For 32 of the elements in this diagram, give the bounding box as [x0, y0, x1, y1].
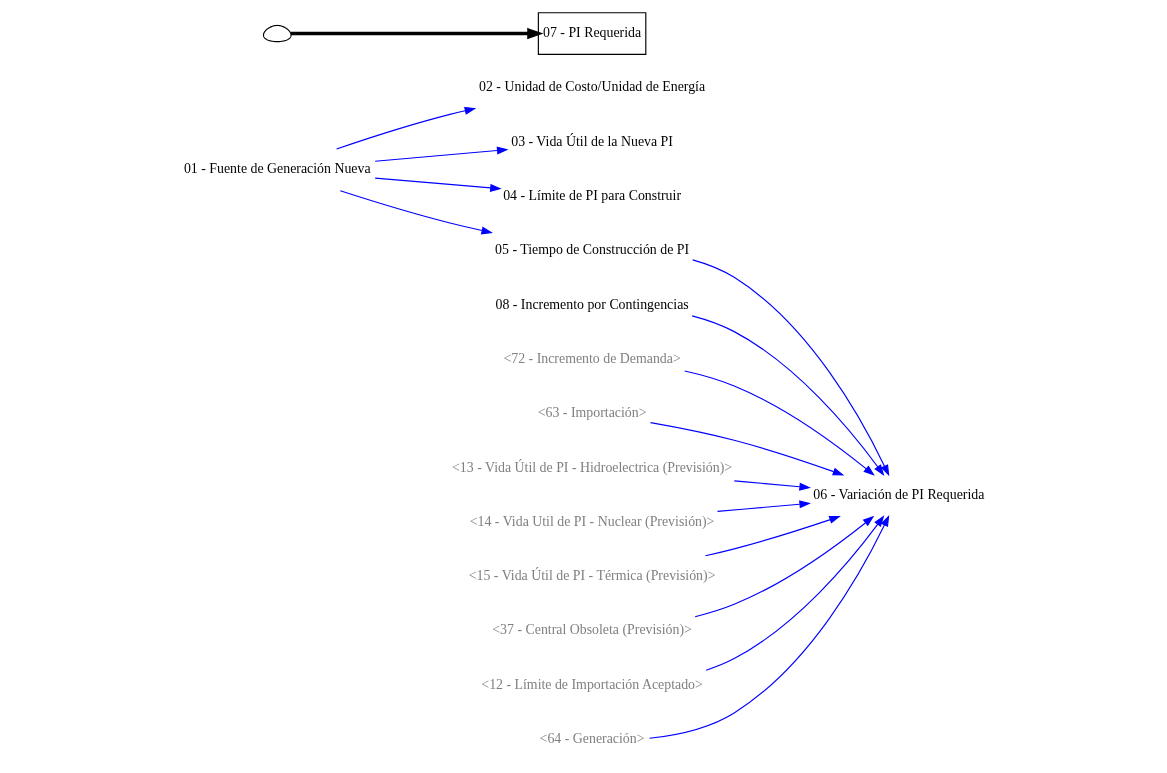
node-text: 02 - Unidad de Costo/Unidad de Energía: [478, 79, 705, 95]
node-text: <12 - Límite de Importación Aceptado>: [480, 676, 703, 692]
arrow: [649, 422, 844, 476]
node-text: <63 - Importación>: [537, 405, 646, 421]
arrow: [374, 177, 502, 192]
arrow: [691, 259, 889, 477]
arrow: [374, 146, 509, 162]
node-text: 03 - Vida Útil de la Nueva PI: [510, 133, 673, 149]
node-text: <64 - Generación>: [539, 731, 645, 747]
node-cloud: [262, 24, 292, 43]
node-text: <37 - Central Obsoleta (Previsión)>: [491, 622, 692, 638]
arrow: [704, 515, 841, 557]
node-text: <13 - Vida Útil de PI - Hidroelectrica (Previsión)>: [451, 459, 732, 475]
arrow: [691, 315, 884, 476]
arrow: [290, 27, 543, 40]
arrow: [683, 370, 875, 476]
node-text: 04 - Límite de PI para Construir: [502, 188, 681, 204]
arrow: [733, 480, 811, 491]
node-text: 06 - Variación de PI Requerida: [812, 487, 984, 503]
arrow: [335, 106, 476, 150]
arrow: [694, 515, 874, 618]
node-text: <72 - Incremento de Demanda>: [502, 350, 681, 366]
arrow: [648, 514, 889, 739]
arrow: [339, 190, 493, 235]
node-text: 05 - Tiempo de Construcción de PI: [494, 242, 689, 258]
node-box: 07 - PI Requerida: [537, 12, 646, 55]
node-text: <15 - Vida Útil de PI - Térmica (Previsión)>: [468, 568, 715, 584]
node-text: 08 - Incremento por Contingencias: [494, 296, 689, 312]
node-text: <14 - Vida Util de PI - Nuclear (Previsión)>: [469, 513, 714, 529]
arrow: [705, 515, 884, 671]
node-text: 01 - Fuente de Generación Nueva: [183, 161, 371, 177]
arrow: [716, 500, 811, 512]
